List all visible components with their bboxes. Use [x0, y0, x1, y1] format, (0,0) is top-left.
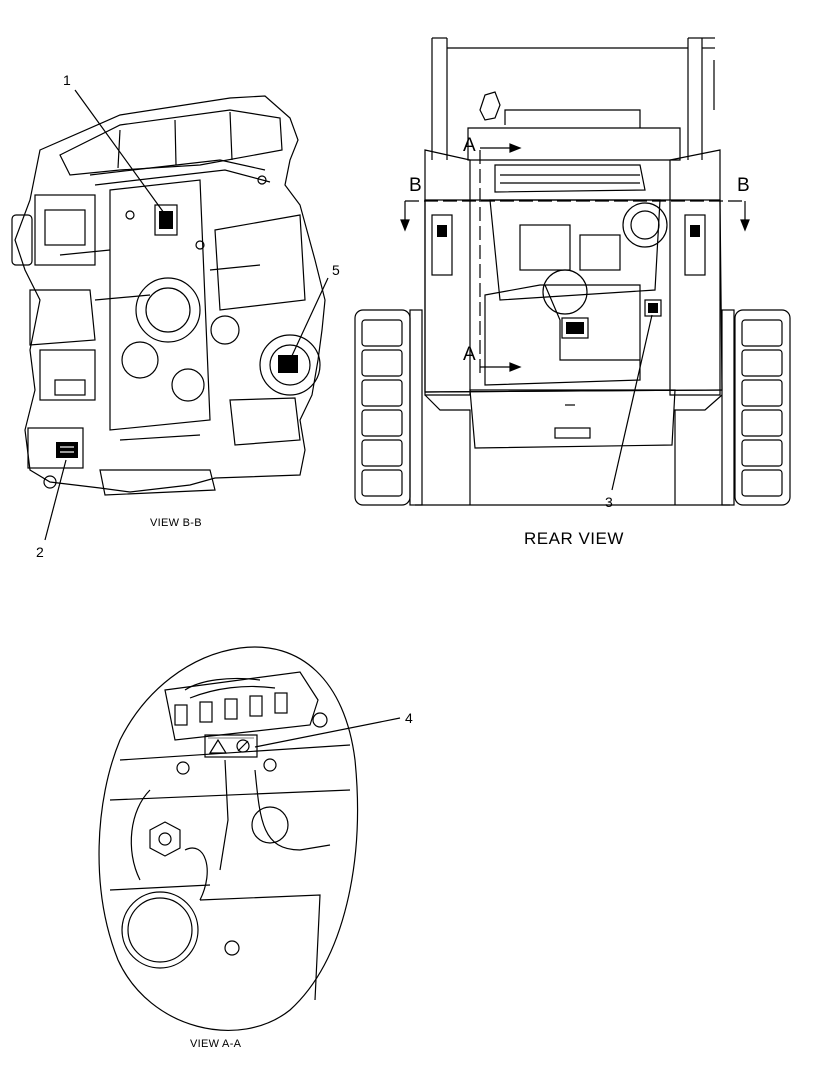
machine-rear-view [354, 37, 791, 506]
section-marker-a-top: A [463, 135, 476, 156]
leader-2 [44, 459, 67, 541]
leader-5 [289, 277, 329, 361]
callout-4: 4 [405, 710, 413, 726]
section-marker-a-bottom: A [463, 344, 476, 365]
caption-view-aa: VIEW A-A [190, 1038, 242, 1050]
caption-rear-view: REAR VIEW [524, 529, 624, 548]
section-marker-b-right: B [737, 175, 750, 196]
callout-1: 1 [63, 72, 71, 88]
caption-view-bb: VIEW B-B [150, 517, 202, 529]
leader-4 [254, 717, 401, 748]
leader-3 [611, 314, 653, 491]
section-marker-b-left: B [409, 175, 422, 196]
leader-1 [74, 89, 165, 214]
detail-view-aa [98, 646, 359, 1031]
engine-view-bb [11, 95, 326, 496]
callout-2: 2 [36, 544, 44, 560]
callout-3: 3 [605, 494, 613, 510]
callout-5: 5 [332, 262, 340, 278]
